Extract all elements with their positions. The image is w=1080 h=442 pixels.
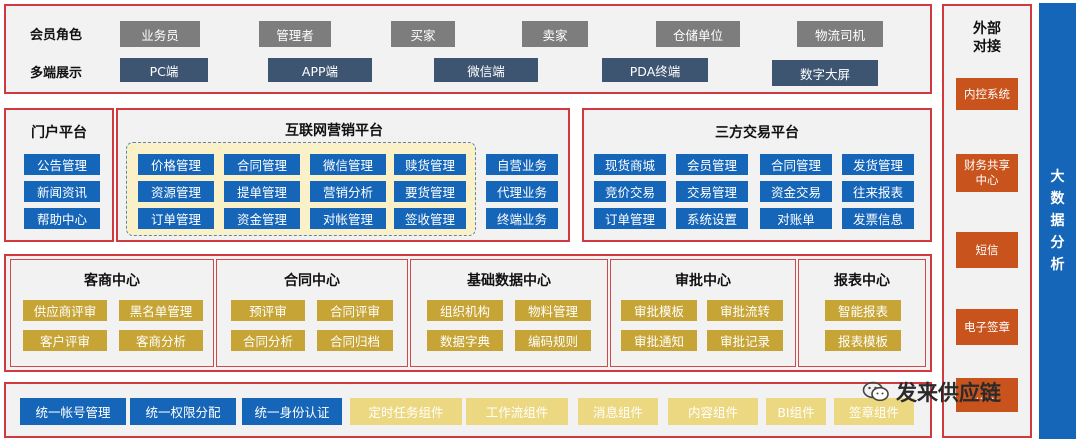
merchant-supplier-review[interactable]: 供应商评审	[23, 300, 107, 321]
internet-reconciliation[interactable]: 对帐管理	[310, 208, 386, 229]
role-salesman[interactable]: 业务员	[120, 21, 200, 47]
component-content[interactable]: 内容组件	[668, 398, 758, 425]
internet-agency-business[interactable]: 代理业务	[486, 181, 558, 202]
display-label: 多端展示	[30, 66, 83, 81]
component-bi[interactable]: BI组件	[766, 398, 826, 425]
watermark-text: 发来供应链	[896, 381, 1001, 405]
report-template[interactable]: 报表模板	[825, 330, 901, 351]
external-e-signature[interactable]: 电子签章	[956, 309, 1018, 345]
internet-wechat[interactable]: 微信管理	[310, 154, 386, 175]
internet-panel: 互联网营销平台 价格管理 合同管理 微信管理 赎货管理 资源管理 提单管理 营销…	[116, 108, 570, 242]
third-panel: 三方交易平台 现货商城 会员管理 合同管理 发货管理 竞价交易 交易管理 资金交…	[582, 108, 932, 242]
components-panel: 统一帐号管理 统一权限分配 统一身份认证 定时任务组件 工作流组件 消息组件 内…	[4, 382, 932, 438]
contract-analysis[interactable]: 合同分析	[231, 330, 305, 351]
display-app[interactable]: APP端	[268, 58, 372, 82]
member-panel: 会员角色 多端展示 业务员 管理者 买家 卖家 仓储单位 物流司机 PC端 AP…	[4, 4, 932, 94]
component-workflow[interactable]: 工作流组件	[466, 398, 568, 425]
contract-center: 合同中心 预评审 合同评审 合同分析 合同归档	[216, 259, 408, 367]
basedata-dictionary[interactable]: 数据字典	[427, 330, 503, 351]
basedata-encoding[interactable]: 编码规则	[515, 330, 591, 351]
approval-notice[interactable]: 审批通知	[621, 330, 697, 351]
external-panel: 外部 对接 内控系统 财务共享 中心 短信 电子签章 ……	[942, 4, 1032, 438]
merchant-center: 客商中心 供应商评审 黑名单管理 客户评审 客商分析	[10, 259, 214, 367]
display-pda[interactable]: PDA终端	[602, 58, 708, 82]
third-delivery[interactable]: 发货管理	[842, 154, 914, 175]
third-account-report[interactable]: 往来报表	[842, 181, 914, 202]
basedata-organization[interactable]: 组织机构	[427, 300, 503, 321]
third-statement[interactable]: 对账单	[760, 208, 832, 229]
contract-review[interactable]: 合同评审	[317, 300, 393, 321]
watermark: 发来供应链	[862, 377, 1001, 407]
third-trade[interactable]: 交易管理	[676, 181, 748, 202]
component-message[interactable]: 消息组件	[578, 398, 658, 425]
external-title: 外部 对接	[973, 21, 1001, 55]
contract-title: 合同中心	[284, 273, 340, 289]
third-order[interactable]: 订单管理	[594, 208, 666, 229]
display-pc[interactable]: PC端	[120, 58, 208, 82]
role-seller[interactable]: 卖家	[522, 21, 588, 47]
internet-marketing-analysis[interactable]: 营销分析	[310, 181, 386, 202]
bigdata-bar: 大 数 据 分 析	[1039, 3, 1076, 439]
internet-price[interactable]: 价格管理	[138, 154, 214, 175]
external-sms[interactable]: 短信	[956, 232, 1018, 268]
internet-order[interactable]: 订单管理	[138, 208, 214, 229]
approval-title: 审批中心	[675, 273, 731, 289]
report-title: 报表中心	[834, 273, 890, 289]
display-wechat[interactable]: 微信端	[434, 58, 538, 82]
display-bigscreen[interactable]: 数字大屏	[772, 60, 878, 86]
internet-terminal-business[interactable]: 终端业务	[486, 208, 558, 229]
role-manager[interactable]: 管理者	[259, 21, 331, 47]
basedata-title: 基础数据中心	[467, 273, 551, 289]
role-driver[interactable]: 物流司机	[797, 21, 883, 47]
wechat-icon	[862, 381, 889, 402]
internet-bill-of-lading[interactable]: 提单管理	[224, 181, 300, 202]
unified-permission[interactable]: 统一权限分配	[130, 398, 236, 425]
third-spot-mall[interactable]: 现货商城	[594, 154, 666, 175]
basedata-center: 基础数据中心 组织机构 物料管理 数据字典 编码规则	[410, 259, 608, 367]
external-internal-control[interactable]: 内控系统	[956, 78, 1018, 110]
portal-help[interactable]: 帮助中心	[24, 208, 100, 229]
approval-flow[interactable]: 审批流转	[707, 300, 783, 321]
approval-center: 审批中心 审批模板 审批流转 审批通知 审批记录	[610, 259, 796, 367]
third-invoice[interactable]: 发票信息	[842, 208, 914, 229]
approval-record[interactable]: 审批记录	[707, 330, 783, 351]
third-fund-trade[interactable]: 资金交易	[760, 181, 832, 202]
report-smart[interactable]: 智能报表	[825, 300, 901, 321]
component-signature[interactable]: 签章组件	[834, 398, 914, 425]
portal-news[interactable]: 新闻资讯	[24, 181, 100, 202]
external-finance-center[interactable]: 财务共享 中心	[956, 154, 1018, 192]
third-title: 三方交易平台	[715, 125, 799, 141]
merchant-analysis[interactable]: 客商分析	[119, 330, 203, 351]
third-member[interactable]: 会员管理	[676, 154, 748, 175]
merchant-blacklist[interactable]: 黑名单管理	[119, 300, 203, 321]
component-scheduler[interactable]: 定时任务组件	[350, 398, 462, 425]
internet-signing[interactable]: 签收管理	[394, 208, 466, 229]
role-warehouse[interactable]: 仓储单位	[656, 21, 740, 47]
external-more[interactable]: ……	[956, 378, 1018, 412]
unified-identity[interactable]: 统一身份认证	[242, 398, 342, 425]
report-center: 报表中心 智能报表 报表模板	[798, 259, 926, 367]
portal-title: 门户平台	[31, 125, 87, 141]
basedata-material[interactable]: 物料管理	[515, 300, 591, 321]
third-settings[interactable]: 系统设置	[676, 208, 748, 229]
unified-account[interactable]: 统一帐号管理	[20, 398, 126, 425]
third-bidding[interactable]: 竞价交易	[594, 181, 666, 202]
internet-fund[interactable]: 资金管理	[224, 208, 300, 229]
internet-resource[interactable]: 资源管理	[138, 181, 214, 202]
internet-contract[interactable]: 合同管理	[224, 154, 300, 175]
internet-redemption[interactable]: 赎货管理	[394, 154, 466, 175]
portal-panel: 门户平台 公告管理 新闻资讯 帮助中心	[4, 108, 114, 242]
contract-archive[interactable]: 合同归档	[317, 330, 393, 351]
merchant-customer-review[interactable]: 客户评审	[23, 330, 107, 351]
role-buyer[interactable]: 买家	[391, 21, 455, 47]
role-label: 会员角色	[30, 28, 83, 43]
third-contract[interactable]: 合同管理	[760, 154, 832, 175]
portal-announcement[interactable]: 公告管理	[24, 154, 100, 175]
internet-requisition[interactable]: 要货管理	[394, 181, 466, 202]
internet-self-business[interactable]: 自营业务	[486, 154, 558, 175]
internet-title: 互联网营销平台	[285, 123, 383, 139]
merchant-title: 客商中心	[84, 273, 140, 289]
approval-template[interactable]: 审批模板	[621, 300, 697, 321]
contract-pre-review[interactable]: 预评审	[231, 300, 305, 321]
